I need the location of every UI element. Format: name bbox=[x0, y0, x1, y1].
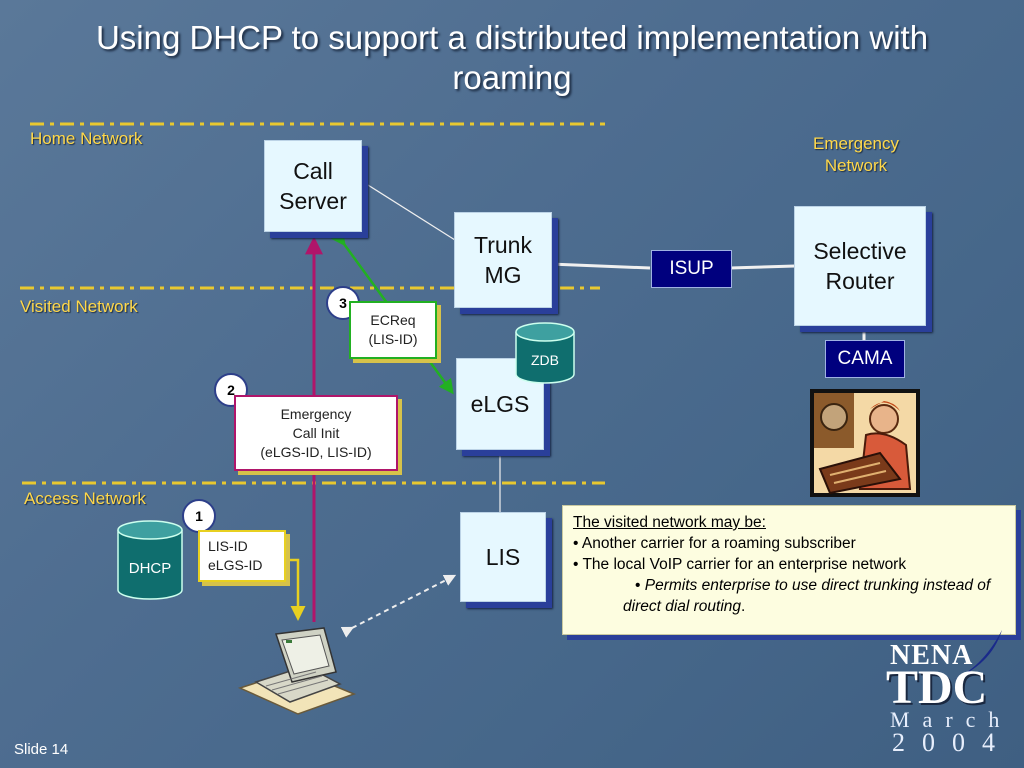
home-network-label: Home Network bbox=[30, 129, 143, 148]
ecreq-line-2: (LIS-ID) bbox=[368, 331, 418, 347]
isup-label: ISUP bbox=[669, 258, 714, 279]
eci-line-2: Call Init bbox=[292, 424, 340, 441]
note-sub-end: . bbox=[741, 598, 746, 615]
trunk-mg-node[interactable]: Trunk MG bbox=[454, 212, 552, 308]
note-item-roaming: • Another carrier for a roaming subscrib… bbox=[573, 535, 856, 552]
lis-label: LIS bbox=[485, 544, 521, 570]
lis-msg-line-2: eLGS-ID bbox=[208, 557, 263, 573]
emergency-call-init-message: Emergency Call Init (eLGS-ID, LIS-ID) bbox=[234, 395, 398, 471]
location-query-arrow bbox=[340, 574, 457, 638]
laptop-device-icon[interactable] bbox=[236, 624, 356, 716]
emergency-network-label: Emergency Network bbox=[813, 134, 899, 175]
zdb-database-icon bbox=[515, 322, 575, 384]
zdb-label: ZDB bbox=[531, 352, 559, 368]
note-heading: The visited network may be: bbox=[573, 514, 766, 531]
logo-tdc-text: TDC bbox=[886, 661, 988, 714]
selective-router-node[interactable]: Selective Router bbox=[794, 206, 926, 326]
link-trunkmg-isup bbox=[549, 262, 651, 270]
lis-id-message: LIS-ID eLGS-ID bbox=[198, 530, 286, 582]
psap-operator-illustration bbox=[810, 389, 920, 497]
dhcp-label: DHCP bbox=[128, 560, 172, 577]
link-callserver-trunkmg bbox=[359, 179, 456, 241]
lis-msg-line-1: LIS-ID bbox=[208, 538, 248, 554]
note-sub-text: Permits enterprise to use direct trunkin… bbox=[623, 577, 991, 615]
call-server-node[interactable]: Call Server bbox=[264, 140, 362, 232]
lis-node[interactable]: LIS bbox=[460, 512, 546, 602]
call-server-label: Call Server bbox=[279, 158, 347, 214]
selective-router-label: Selective Router bbox=[813, 238, 907, 294]
isup-box: ISUP bbox=[651, 250, 732, 288]
logo-month-text: March bbox=[890, 707, 1013, 732]
eci-line-3: (eLGS-ID, LIS-ID) bbox=[260, 443, 372, 460]
visited-network-label: Visited Network bbox=[20, 297, 138, 316]
elgs-node[interactable]: eLGS bbox=[456, 358, 544, 450]
ecreq-line-1: ECReq bbox=[370, 312, 416, 328]
dhcp-database-icon bbox=[117, 520, 183, 600]
cama-label: CAMA bbox=[837, 348, 893, 369]
dhcp-response-arrow bbox=[288, 558, 306, 621]
step-1-badge: 1 bbox=[182, 499, 216, 533]
cama-box: CAMA bbox=[825, 340, 905, 378]
logo-year-text: 2004 bbox=[892, 728, 1012, 757]
visited-network-note: The visited network may be: • Another ca… bbox=[562, 505, 1016, 635]
note-sub-bullet: • bbox=[635, 577, 645, 594]
link-isup-router bbox=[729, 264, 796, 270]
slide-title: Using DHCP to support a distributed impl… bbox=[95, 19, 929, 96]
logo-nena-text: NENA bbox=[890, 640, 974, 671]
access-network-label: Access Network bbox=[24, 489, 146, 508]
note-sub-item: • Permits enterprise to use direct trunk… bbox=[573, 575, 1005, 617]
slide-number: Slide 14 bbox=[14, 741, 69, 758]
ecreq-message: ECReq (LIS-ID) bbox=[349, 301, 437, 359]
eci-line-1: Emergency bbox=[280, 405, 352, 422]
trunk-mg-label: Trunk MG bbox=[474, 232, 532, 288]
note-item-enterprise: • The local VoIP carrier for an enterpri… bbox=[573, 556, 907, 573]
elgs-label: eLGS bbox=[470, 391, 530, 417]
